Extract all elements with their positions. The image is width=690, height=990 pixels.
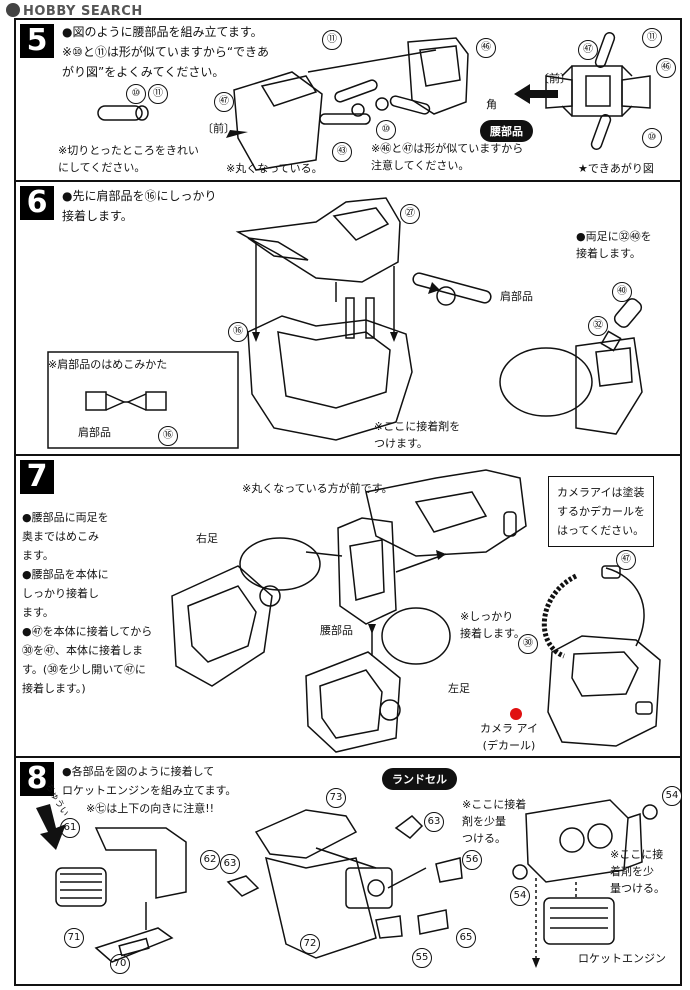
waist-part-badge: 腰部品 [480, 120, 533, 142]
step-6-instructions: ●先に肩部品を⑯にしっかり 接着します。 [62, 189, 217, 223]
step-8-diagram [36, 799, 658, 968]
right-leg-label: 右足 [196, 532, 218, 545]
part-55: 55 [412, 948, 432, 968]
part-70: 70 [110, 954, 130, 974]
logo-icon [6, 3, 20, 17]
step-7-instructions: ●腰部品に両足を 奥まではめこみ ます。 ●腰部品を本体に しっかり接着し ます… [22, 511, 153, 695]
part-67: ㊼ [616, 550, 636, 570]
part-30: ㉚ [518, 634, 538, 654]
camera-eye-note: カメラアイは塗装 するかデカールを はってください。 [548, 476, 654, 547]
inset-title: ※肩部品のはめこみかた [48, 358, 168, 371]
part-47: ㊼ [214, 92, 234, 112]
step-number: 7 [20, 460, 54, 494]
step-7-panel: 7 ※丸くなっている方が前です。 ●腰部品に両足を 奥まではめこみ ます。 ●腰… [14, 454, 682, 758]
step-5-similar-note: ※㊻と㊼は形が似ていますから 注意してください。 [371, 142, 524, 172]
front-label-left: 〔前〕 [202, 122, 235, 135]
part-63: 63 [220, 854, 240, 874]
firmly-glue-note: ※しっかり 接着します。 [460, 610, 525, 640]
glue-small-note-2: ※ここに接 着剤を少 量つける。 [610, 848, 665, 895]
step-7-diagram [171, 469, 661, 753]
part-63: 63 [424, 812, 444, 832]
step-5-diagram [97, 32, 651, 171]
step-5-cut-note: ※切りとったところをきれい にしてください。 [58, 144, 199, 174]
step-8-panel: 8 ●各部品を図のように接着して ロケットエンジンを組み立てます。 ※㊆は上下の… [14, 756, 682, 986]
part-10: ⑩ [642, 128, 662, 148]
round-front-note: ※丸くなっている方が前です。 [242, 482, 393, 495]
part-10: ⑩ [126, 84, 146, 104]
part-11: ⑪ [148, 84, 168, 104]
camera-eye-marker [510, 708, 522, 720]
part-54: 54 [510, 886, 530, 906]
inset-shoulder-label: 肩部品 [78, 426, 111, 439]
part-16: ⑯ [158, 426, 178, 446]
part-47: ㊼ [578, 40, 598, 60]
part-46: ㊻ [476, 38, 496, 58]
updown-note: ※㊆は上下の向きに注意!! [86, 802, 215, 815]
part-27: ㉗ [400, 204, 420, 224]
part-32: ㉜ [588, 316, 608, 336]
part-46: ㊻ [656, 58, 676, 78]
part-11: ⑪ [642, 28, 662, 48]
glue-note: ※ここに接着剤を つけます。 [374, 420, 461, 450]
part-72: 72 [300, 934, 320, 954]
part-11: ⑪ [322, 30, 342, 50]
part-61: 61 [60, 818, 80, 838]
step-6-panel: 6 ●先に肩部品を⑯にしっかり 接着します。 ●両足に㉜㊵を 接着します。 肩部… [14, 180, 682, 456]
step-number: 5 [20, 24, 54, 58]
randsel-badge: ランドセル [382, 768, 457, 790]
step-5-instructions: ●図のように腰部品を組み立てます。 ※⑩と⑪は形が似ていますから“できあ がり図… [62, 25, 270, 79]
part-56: 56 [462, 850, 482, 870]
part-65: 65 [456, 928, 476, 948]
watermark: HOBBY SEARCH [6, 3, 143, 19]
shoulder-label: 肩部品 [500, 290, 533, 303]
part-43: ㊸ [332, 142, 352, 162]
left-leg-label: 左足 [448, 682, 470, 695]
part-60: ㊵ [612, 282, 632, 302]
part-16: ⑯ [228, 322, 248, 342]
completed-label: ★できあがり図 [578, 162, 654, 175]
step-6-diagram [47, 197, 643, 449]
part-62: 62 [200, 850, 220, 870]
step-number: 8 [20, 762, 54, 796]
part-71: 71 [64, 928, 84, 948]
waist-label: 腰部品 [320, 624, 353, 637]
part-73: 73 [326, 788, 346, 808]
step-number: 6 [20, 186, 54, 220]
rocket-engine-label: ロケットエンジン [578, 952, 666, 965]
both-feet-note: ●両足に㉜㊵を 接着します。 [576, 230, 652, 260]
camera-eye-label: カメラ アイ (デカール) [480, 722, 538, 752]
step-5-panel: 5 ●図のように腰部品を組み立てます。 ※⑩と⑪は形が似ていますから“できあ が… [14, 18, 682, 182]
step-8-instructions: ●各部品を図のように接着して ロケットエンジンを組み立てます。 [62, 765, 237, 797]
corner-label: 角 [486, 98, 497, 111]
part-10: ⑩ [376, 120, 396, 140]
glue-small-note: ※ここに接着 剤を少量 つける。 [462, 798, 527, 845]
step-5-round-note: ※丸くなっている。 [226, 162, 323, 175]
part-54: 54 [662, 786, 682, 806]
